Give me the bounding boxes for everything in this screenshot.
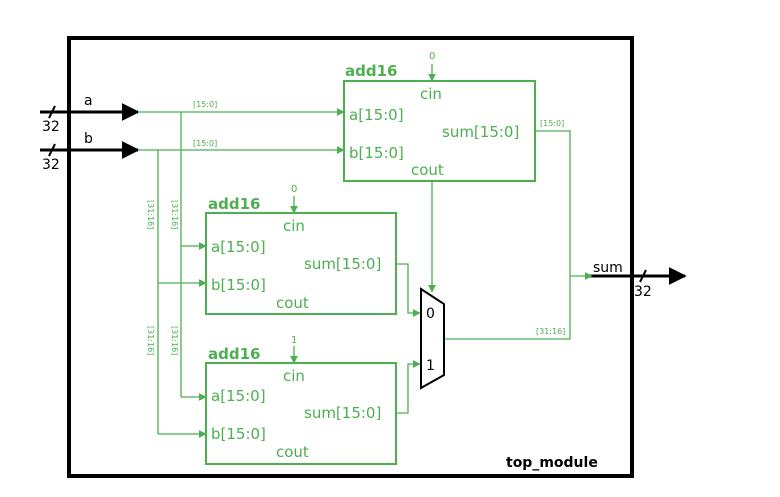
adder-1-a-port: a[15:0]: [349, 106, 404, 124]
adder-3-cin-port: cin: [283, 367, 305, 385]
mux: 0 1: [420, 287, 445, 390]
mux-input-1-label: 1: [426, 358, 435, 374]
wire-sum-high: [444, 276, 571, 340]
input-a-width: 32: [42, 119, 60, 135]
bus-label-b-low: [15:0]: [193, 139, 217, 148]
wire-group: [138, 64, 593, 438]
adder-2-a-port: a[15:0]: [211, 238, 266, 256]
adder-2-sum-port: sum[15:0]: [304, 255, 381, 273]
bus-label-a-high-2: [31:16]: [170, 326, 179, 355]
adder-2-cin-value: 0: [291, 184, 297, 195]
bus-label-sum-high: [31:16]: [536, 327, 565, 336]
input-a-name: a: [84, 93, 93, 109]
output-sum-bus-slash: [639, 269, 647, 283]
adder-3-a-port: a[15:0]: [211, 387, 266, 405]
adder-2-cin-port: cin: [283, 217, 305, 235]
mux-input-0-label: 0: [426, 306, 435, 322]
adder-block-1: add16 0 cin a[15:0] sum[15:0] b[15:0] co…: [343, 51, 536, 182]
adder-3-sum-port: sum[15:0]: [304, 404, 381, 422]
bus-label-a-high-1: [31:16]: [170, 200, 179, 229]
adder-3-title: add16: [208, 345, 260, 363]
adder-1-cout-port: cout: [411, 161, 444, 179]
input-a-bus-slash: [48, 105, 56, 119]
wire-sum-low: [536, 130, 593, 280]
adder-block-3: add16 1 cin a[15:0] sum[15:0] b[15:0] co…: [205, 335, 397, 465]
wire-adder3-sum-to-mux1: [397, 360, 421, 414]
adder-3-cin-value: 1: [291, 335, 297, 346]
wire-adder2-sum-to-mux0: [397, 263, 421, 317]
output-sum-name: sum: [593, 260, 623, 276]
adder-1-b-port: b[15:0]: [349, 144, 404, 162]
adder-1-sum-port: sum[15:0]: [442, 123, 519, 141]
module-name: top_module: [506, 455, 598, 471]
input-b-width: 32: [42, 157, 60, 173]
adder-2-cout-port: cout: [276, 294, 309, 312]
adder-3-cout-port: cout: [276, 443, 309, 461]
top-module-frame: [67, 36, 634, 478]
adder-1-title: add16: [345, 62, 397, 80]
bus-label-b-high-2: [31:16]: [146, 326, 155, 355]
adder-2-b-port: b[15:0]: [211, 276, 266, 294]
adder-3-b-port: b[15:0]: [211, 425, 266, 443]
output-sum-width: 32: [634, 284, 652, 300]
bus-label-b-high-1: [31:16]: [146, 200, 155, 229]
input-b-name: b: [84, 131, 93, 147]
adder-block-2: add16 0 cin a[15:0] sum[15:0] b[15:0] co…: [205, 184, 397, 315]
bus-label-a-low: [15:0]: [193, 100, 217, 109]
adder-2-title: add16: [208, 195, 260, 213]
adder-1-cin-port: cin: [420, 85, 442, 103]
input-b-bus-slash: [48, 143, 56, 157]
bus-label-sum-low: [15:0]: [540, 119, 564, 128]
adder-1-cin-value: 0: [429, 51, 435, 62]
